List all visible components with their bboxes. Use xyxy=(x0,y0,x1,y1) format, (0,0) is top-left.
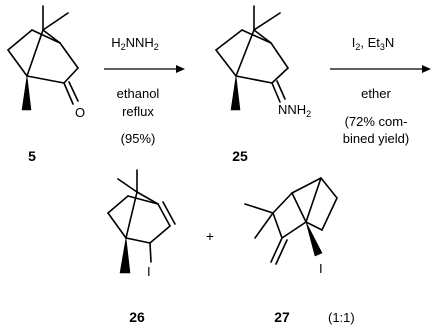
arrow1-condition-solvent: ethanol xyxy=(117,86,160,101)
arrow2-yield-line1: (72% com- xyxy=(345,114,408,129)
compound-5-oxygen-label: O xyxy=(75,105,85,120)
arrow1-condition-reflux: reflux xyxy=(122,104,154,119)
compound-5-number: 5 xyxy=(28,148,36,164)
arrow2-yield-line2: bined yield) xyxy=(343,131,410,146)
arrow2-reagent: I2, Et3N xyxy=(352,35,395,52)
plus-sign: + xyxy=(206,228,214,244)
compound-27-number: 27 xyxy=(274,309,290,325)
arrow2-condition-solvent: ether xyxy=(361,86,391,101)
compound-25-number: 25 xyxy=(232,148,248,164)
product-ratio: (1:1) xyxy=(328,310,355,325)
arrow1-reagent: H2NNH2 xyxy=(111,35,159,52)
compound-26-iodine-label: I xyxy=(147,264,151,279)
compound-27-iodine-label: I xyxy=(319,261,323,276)
compound-5-structure xyxy=(7,5,79,111)
compound-25-structure xyxy=(215,5,289,111)
reaction-arrow-1 xyxy=(104,65,185,73)
compound-25-hydrazone-label: NNH2 xyxy=(278,102,311,119)
compound-26-structure xyxy=(107,169,176,274)
reaction-arrow-2 xyxy=(330,65,431,73)
compound-26-number: 26 xyxy=(129,309,145,325)
arrow1-yield: (95%) xyxy=(121,131,156,146)
compound-27-structure xyxy=(244,177,338,265)
